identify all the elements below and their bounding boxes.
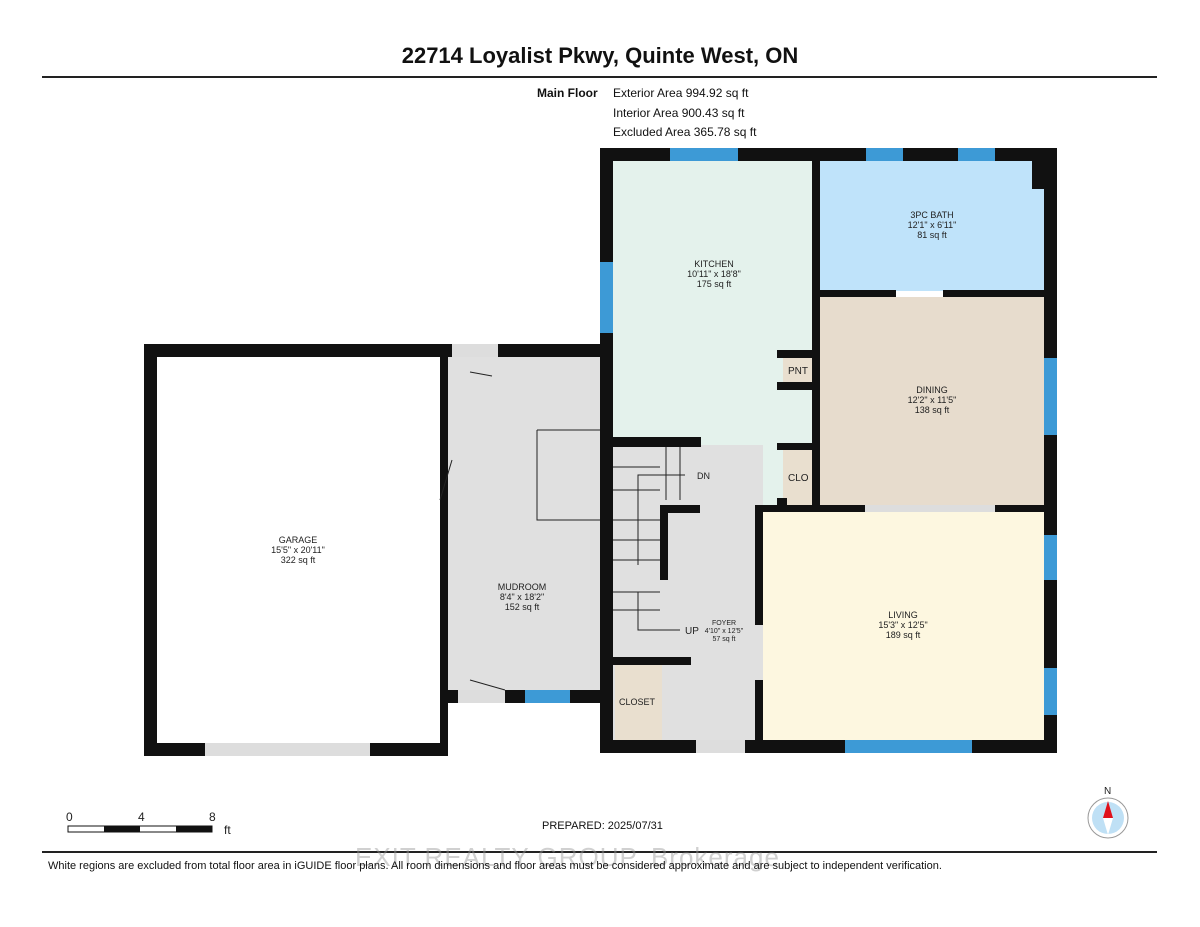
living-area: 189 sq ft: [886, 630, 921, 640]
stairs-up-label: UP: [685, 626, 699, 637]
kitchen-area: 175 sq ft: [697, 279, 732, 289]
watermark: EXIT REALTY GROUP, Brokerage: [355, 842, 780, 872]
excluded-area: Excluded Area 365.78 sq ft: [613, 125, 757, 139]
mudroom-floor: [445, 357, 605, 703]
living-label: LIVING: [888, 610, 918, 620]
dining-area: 138 sq ft: [915, 405, 950, 415]
mudroom-dims: 8'4" x 18'2": [500, 592, 544, 602]
compass-north: N: [1104, 786, 1111, 797]
living-dims: 15'3" x 12'5": [878, 620, 927, 630]
interior-area: Interior Area 900.43 sq ft: [613, 106, 745, 120]
title-divider: [42, 76, 1157, 78]
scale-tick-4: 4: [138, 810, 145, 824]
footer-divider: [42, 851, 1157, 853]
garage-dims: 15'5" x 20'11": [271, 545, 325, 555]
garage-label: GARAGE: [279, 535, 318, 545]
exterior-area: Exterior Area 994.92 sq ft: [613, 86, 749, 100]
clo-floor: [783, 450, 812, 505]
floor-name: Main Floor: [537, 86, 598, 100]
stairs: [439, 371, 685, 691]
dining-label: DINING: [916, 385, 948, 395]
dining-floor: [820, 297, 1044, 505]
scale-unit: ft: [224, 823, 231, 837]
living-floor: [763, 512, 1044, 740]
pantry-label: PNT: [788, 366, 808, 377]
bath-label: 3PC BATH: [910, 210, 953, 220]
scale-tick-0: 0: [66, 810, 73, 824]
dining-dims: 12'2" x 11'5": [908, 395, 957, 405]
bath-floor: [820, 161, 1044, 291]
closet-label: CLOSET: [619, 697, 656, 707]
compass-icon: [1087, 797, 1129, 839]
clo-label: CLO: [788, 473, 809, 484]
foyer-area: 57 sq ft: [713, 636, 736, 643]
page-title: 22714 Loyalist Pkwy, Quinte West, ON: [401, 43, 799, 68]
mudroom-area: 152 sq ft: [505, 602, 540, 612]
foyer-label: FOYER: [712, 620, 736, 627]
scale-bar: [67, 825, 213, 833]
scale-tick-8: 8: [209, 810, 216, 824]
foyer-dims: 4'10" x 12'5": [705, 628, 744, 635]
kitchen-label: KITCHEN: [694, 259, 734, 269]
bath-area: 81 sq ft: [917, 230, 947, 240]
garage-floor: [157, 357, 440, 743]
mudroom-label: MUDROOM: [498, 582, 547, 592]
prepared-date: PREPARED: 2025/07/31: [542, 820, 663, 832]
pantry-floor: [783, 358, 812, 382]
bath-dims: 12'1" x 6'11": [908, 220, 957, 230]
openings: [205, 344, 995, 756]
windows: [525, 148, 1057, 753]
garage-area: 322 sq ft: [281, 555, 316, 565]
closet-floor: [615, 665, 662, 740]
stairs-down-label: DN: [697, 471, 710, 481]
kitchen-dims: 10'11" x 18'8": [687, 269, 741, 279]
disclaimer: White regions are excluded from total fl…: [48, 860, 942, 872]
